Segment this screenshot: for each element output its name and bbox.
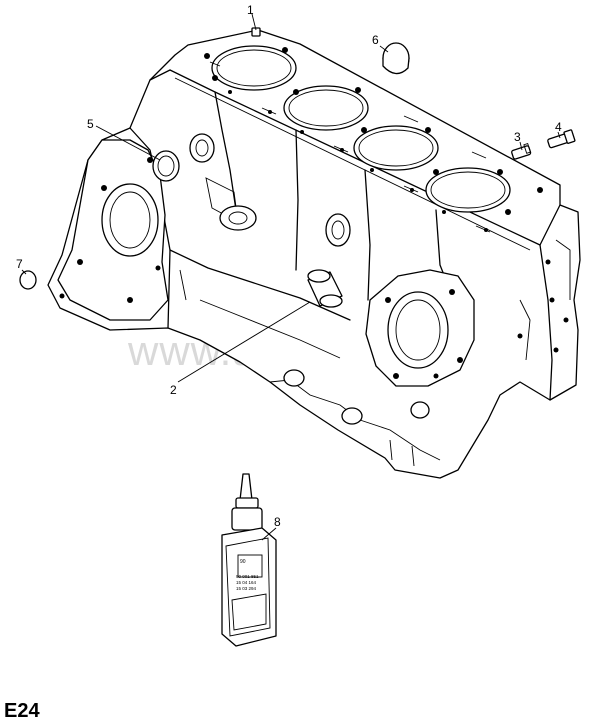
callout-7: 7 [16, 257, 23, 271]
callout-1: 1 [247, 3, 254, 17]
callout-6: 6 [372, 33, 379, 47]
engine-block [47, 29, 581, 479]
part-4-bolt [547, 129, 576, 149]
callout-4: 4 [555, 120, 562, 134]
callout-8: 8 [274, 515, 281, 529]
leader-lines [21, 13, 561, 541]
part-3-plug [511, 142, 532, 160]
callout-2: 2 [170, 383, 177, 397]
bottle-label-line1: 90 [240, 559, 246, 565]
figure-code: E24 [4, 700, 40, 722]
bottle-label-line4: 15 03 294 [236, 586, 257, 591]
part-5-seal [152, 150, 180, 182]
part-8-sealant-bottle: 90 90 001 851 15 04 164 15 03 294 [221, 473, 277, 647]
callout-5: 5 [87, 117, 94, 131]
bottle-label-line3: 15 04 164 [236, 580, 257, 585]
part-1-dowel [251, 27, 261, 37]
callout-numbers: 1 2 3 4 5 6 7 8 [16, 3, 562, 529]
callout-3: 3 [514, 130, 521, 144]
part-6-cap [382, 42, 410, 75]
bottle-label-line2: 90 001 851 [236, 574, 259, 579]
part-2-bush [307, 269, 343, 308]
part-7-plug [19, 270, 37, 290]
